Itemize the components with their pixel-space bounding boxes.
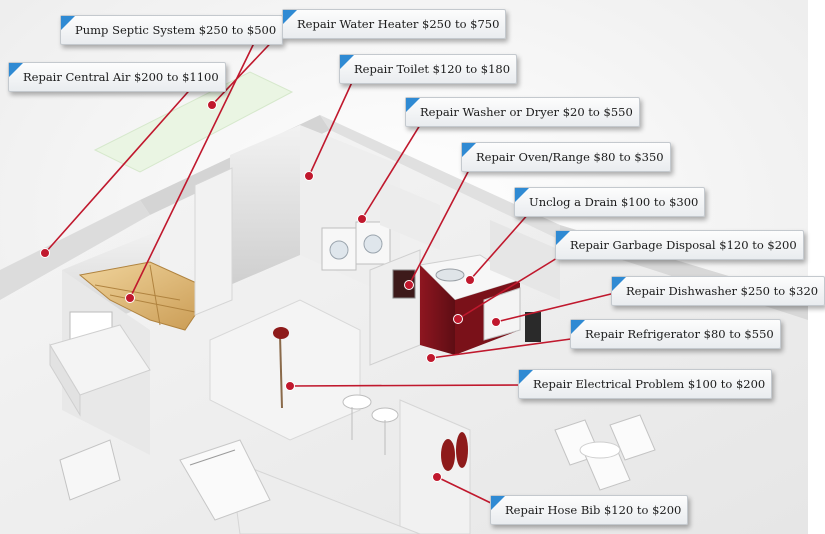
callout-corner-marker — [519, 370, 533, 384]
callout-label: Repair Hose Bib $120 to $200 — [505, 503, 682, 517]
callout-corner-marker — [612, 277, 626, 291]
callout-corner-marker — [340, 55, 354, 69]
callout-dishwasher[interactable]: Repair Dishwasher $250 to $320 — [611, 276, 825, 306]
callout-toilet[interactable]: Repair Toilet $120 to $180 — [339, 54, 518, 84]
callout-label: Unclog a Drain $100 to $300 — [529, 195, 699, 209]
callout-corner-marker — [515, 188, 529, 202]
callout-hose-bib[interactable]: Repair Hose Bib $120 to $200 — [490, 495, 689, 525]
callout-corner-marker — [283, 10, 297, 24]
callout-label: Pump Septic System $250 to $500 — [75, 23, 277, 37]
callout-label: Repair Washer or Dryer $20 to $550 — [420, 105, 633, 119]
callout-label: Repair Water Heater $250 to $750 — [297, 17, 500, 31]
callout-refrigerator[interactable]: Repair Refrigerator $80 to $550 — [570, 319, 781, 349]
callout-corner-marker — [462, 143, 476, 157]
callout-central-air[interactable]: Repair Central Air $200 to $1100 — [8, 62, 226, 92]
callout-label: Repair Toilet $120 to $180 — [354, 62, 511, 76]
callout-electrical[interactable]: Repair Electrical Problem $100 to $200 — [518, 369, 773, 399]
callout-corner-marker — [571, 320, 585, 334]
callout-label: Repair Oven/Range $80 to $350 — [476, 150, 664, 164]
callout-water-heater[interactable]: Repair Water Heater $250 to $750 — [282, 9, 507, 39]
callout-drain[interactable]: Unclog a Drain $100 to $300 — [514, 187, 706, 217]
callout-garbage-disposal[interactable]: Repair Garbage Disposal $120 to $200 — [555, 230, 804, 260]
callout-oven-range[interactable]: Repair Oven/Range $80 to $350 — [461, 142, 671, 172]
callout-corner-marker — [491, 496, 505, 510]
callout-corner-marker — [61, 16, 75, 30]
callout-label: Repair Garbage Disposal $120 to $200 — [570, 238, 797, 252]
callout-label: Repair Central Air $200 to $1100 — [23, 70, 219, 84]
callout-label: Repair Electrical Problem $100 to $200 — [533, 377, 766, 391]
callout-corner-marker — [9, 63, 23, 77]
callout-label: Repair Dishwasher $250 to $320 — [626, 284, 819, 298]
callout-label: Repair Refrigerator $80 to $550 — [585, 327, 774, 341]
callout-corner-marker — [556, 231, 570, 245]
callout-corner-marker — [406, 98, 420, 112]
callout-washer-dryer[interactable]: Repair Washer or Dryer $20 to $550 — [405, 97, 640, 127]
callout-pump-septic[interactable]: Pump Septic System $250 to $500 — [60, 15, 284, 45]
